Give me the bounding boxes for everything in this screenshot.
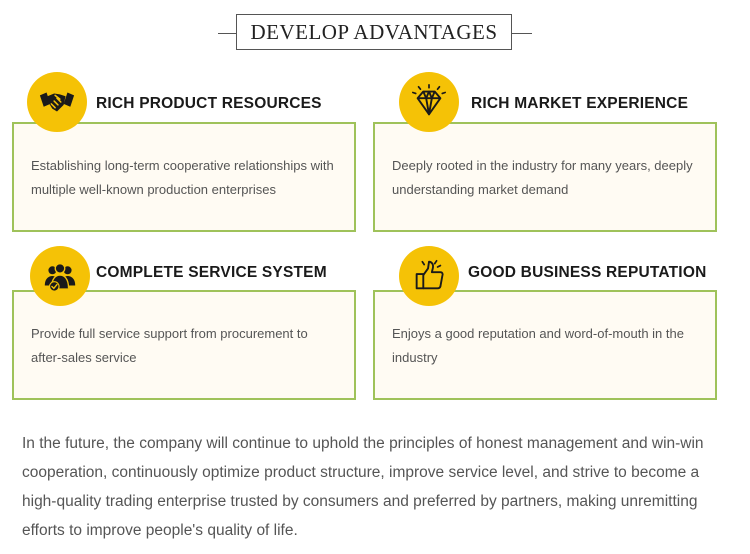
card-description: Provide full service support from procur…	[31, 326, 308, 365]
advantage-card-market-experience: Deeply rooted in the industry for many y…	[373, 122, 717, 232]
header-rule-right	[492, 33, 532, 34]
closing-paragraph: In the future, the company will continue…	[22, 435, 704, 539]
card-title: COMPLETE SERVICE SYSTEM	[96, 264, 327, 281]
diamond-icon	[399, 72, 459, 132]
card-title: RICH MARKET EXPERIENCE	[471, 95, 689, 112]
card-description: Establishing long-term cooperative relat…	[31, 158, 334, 197]
section-header: DEVELOP ADVANTAGES	[236, 14, 512, 50]
thumbs-up-icon	[399, 246, 459, 306]
advantage-card-product-resources: Establishing long-term cooperative relat…	[12, 122, 356, 232]
card-description: Enjoys a good reputation and word-of-mou…	[392, 326, 684, 365]
card-description: Deeply rooted in the industry for many y…	[392, 158, 693, 197]
section-title: DEVELOP ADVANTAGES	[250, 19, 498, 44]
advantage-card-business-reputation: Enjoys a good reputation and word-of-mou…	[373, 290, 717, 400]
advantage-card-service-system: Provide full service support from procur…	[12, 290, 356, 400]
team-icon	[30, 246, 90, 306]
card-title: GOOD BUSINESS REPUTATION	[468, 264, 707, 281]
handshake-icon	[27, 72, 87, 132]
card-title: RICH PRODUCT RESOURCES	[96, 95, 322, 112]
